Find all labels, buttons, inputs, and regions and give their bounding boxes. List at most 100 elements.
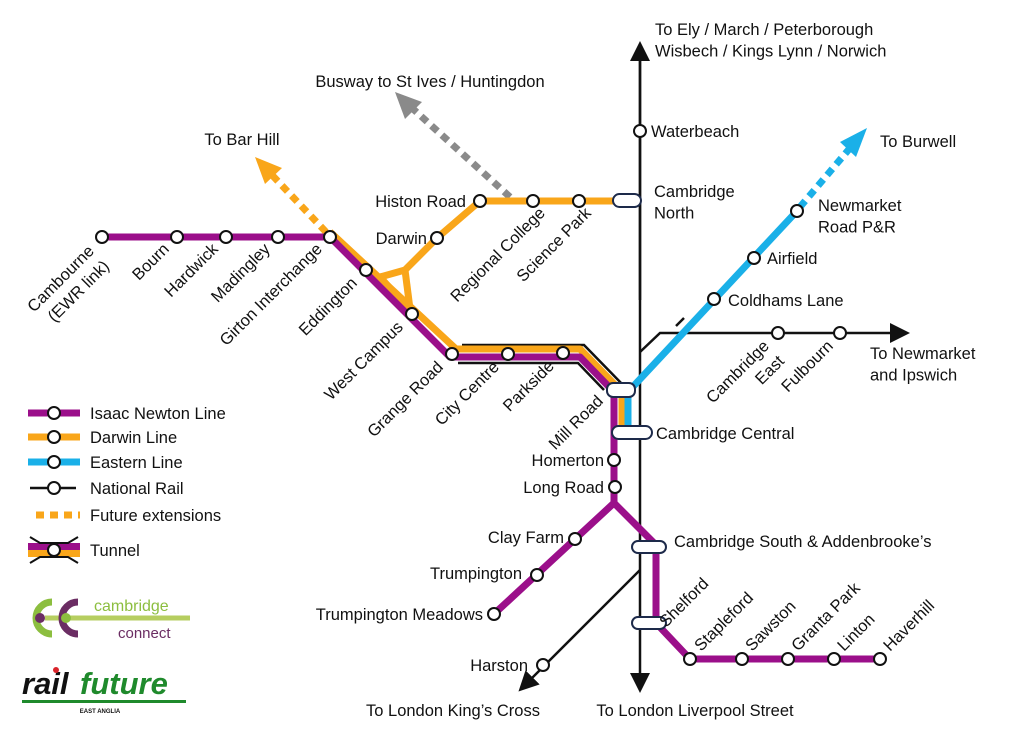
destination-label-liverpool-street-line: To London Liverpool Street xyxy=(596,702,794,720)
station-label-linton-line: Linton xyxy=(834,610,879,655)
interchange-mill-road[interactable] xyxy=(606,382,636,398)
station-grange-road[interactable] xyxy=(445,347,459,361)
station-sawston[interactable] xyxy=(735,652,749,666)
logo-text: connect xyxy=(118,625,171,642)
station-coldhams-lane[interactable] xyxy=(707,292,721,306)
station-label-airfield: Airfield xyxy=(767,250,817,268)
burwell-arrow-icon xyxy=(840,128,867,157)
station-fulbourn[interactable] xyxy=(833,326,847,340)
station-long-road[interactable] xyxy=(608,480,622,494)
destination-label-busway: Busway to St Ives / Huntingdon xyxy=(315,73,544,91)
legend-label: Future extensions xyxy=(90,507,221,525)
station-label-waterbeach-line: Waterbeach xyxy=(651,123,739,141)
station-label-eddington: Eddington xyxy=(296,274,361,339)
legend-darwin: Darwin Line xyxy=(28,429,177,447)
station-label-shelford-line: Shelford xyxy=(656,575,712,631)
logo-text: rail xyxy=(22,666,70,701)
bar-hill-arrow-icon xyxy=(255,157,282,184)
station-darwin[interactable] xyxy=(430,231,444,245)
station-girton[interactable] xyxy=(323,230,337,244)
station-label-linton: Linton xyxy=(834,610,879,655)
station-label-long-road: Long Road xyxy=(523,479,604,497)
station-label-clay-farm-line: Clay Farm xyxy=(488,529,564,547)
station-label-bourn: Bourn xyxy=(129,240,173,284)
interchange-shelford[interactable] xyxy=(631,616,667,630)
legend-isaac-newton: Isaac Newton Line xyxy=(28,405,226,423)
station-label-mill-road: Mill Road xyxy=(545,392,606,453)
station-parkside[interactable] xyxy=(556,346,570,360)
legend-eastern: Eastern Line xyxy=(28,454,183,472)
station-city-centre[interactable] xyxy=(501,347,515,361)
tunnel-tick xyxy=(675,317,685,327)
destination-label-burwell-line: To Burwell xyxy=(880,133,956,151)
busway-extension xyxy=(409,105,513,200)
logo-text: cambridge xyxy=(94,598,169,615)
destination-label-kings-cross-line: To London King’s Cross xyxy=(366,702,540,720)
cambridge-connect-logo: cambridge connect xyxy=(32,598,190,642)
station-label-shelford: Shelford xyxy=(656,575,712,631)
station-label-grange-road: Grange Road xyxy=(364,358,447,441)
station-harston[interactable] xyxy=(536,658,550,672)
station-stapleford[interactable] xyxy=(683,652,697,666)
logo-text: EAST ANGLIA xyxy=(80,709,121,715)
station-label-mill-road-line: Mill Road xyxy=(545,392,606,453)
logo-text: future xyxy=(80,666,168,701)
station-homerton[interactable] xyxy=(607,453,621,467)
legend-label: Tunnel xyxy=(90,542,140,560)
station-label-grange-road-line: Grange Road xyxy=(364,358,447,441)
interchange-cambridge-central[interactable] xyxy=(611,425,653,440)
station-trumpington[interactable] xyxy=(530,568,544,582)
station-clay-farm[interactable] xyxy=(568,532,582,546)
destination-label-liverpool-street: To London Liverpool Street xyxy=(596,702,794,720)
station-granta-park[interactable] xyxy=(781,652,795,666)
newmarket-line xyxy=(639,323,910,353)
station-label-bourn-line: Bourn xyxy=(129,240,173,284)
busway-arrow-icon xyxy=(395,92,422,119)
station-label-parkside: Parkside xyxy=(500,357,558,415)
bar-hill-extension xyxy=(269,172,329,235)
station-linton[interactable] xyxy=(827,652,841,666)
station-bourn[interactable] xyxy=(170,230,184,244)
destination-label-kings-cross: To London King’s Cross xyxy=(366,702,540,720)
legend: Isaac Newton Line Darwin Line Eastern Li… xyxy=(28,405,226,564)
legend-tunnel: Tunnel xyxy=(28,536,140,564)
station-cambourne[interactable] xyxy=(95,230,109,244)
legend-future: Future extensions xyxy=(36,507,221,525)
station-label-newmarket-road-line: Newmarket xyxy=(818,197,902,215)
station-label-darwin-line: Darwin xyxy=(376,230,427,248)
station-label-cambourne: Cambourne(EWR link) xyxy=(24,242,113,331)
station-airfield[interactable] xyxy=(747,251,761,265)
station-science-park[interactable] xyxy=(572,194,586,208)
station-histon-road[interactable] xyxy=(473,194,487,208)
station-trumpington-meadows[interactable] xyxy=(487,607,501,621)
interchange-cambridge-south[interactable] xyxy=(631,540,667,554)
station-label-newmarket-road-line: Road P&R xyxy=(818,218,896,236)
legend-label: Darwin Line xyxy=(90,429,177,447)
station-eddington[interactable] xyxy=(359,263,373,277)
station-west-campus[interactable] xyxy=(405,307,419,321)
station-waterbeach[interactable] xyxy=(633,124,647,138)
destination-label-ely-line: Wisbech / Kings Lynn / Norwich xyxy=(655,42,886,60)
destination-label-newmarket-line: To Newmarket xyxy=(870,345,976,363)
destination-label-bar-hill-line: To Bar Hill xyxy=(204,131,279,149)
station-label-cambridge-south-line: Cambridge South & Addenbrooke’s xyxy=(674,533,931,551)
station-label-histon-road: Histon Road xyxy=(375,193,466,211)
station-newmarket-road[interactable] xyxy=(790,204,804,218)
station-hardwick[interactable] xyxy=(219,230,233,244)
station-madingley[interactable] xyxy=(271,230,285,244)
destination-label-busway-line: Busway to St Ives / Huntingdon xyxy=(315,73,544,91)
station-label-airfield-line: Airfield xyxy=(767,250,817,268)
station-cambridge-east[interactable] xyxy=(771,326,785,340)
station-label-darwin: Darwin xyxy=(376,230,427,248)
station-label-west-campus: West Campus xyxy=(321,318,407,404)
station-haverhill[interactable] xyxy=(873,652,887,666)
station-label-trumpington-meadows-line: Trumpington Meadows xyxy=(316,606,483,624)
station-label-histon-road-line: Histon Road xyxy=(375,193,466,211)
station-label-parkside-line: Parkside xyxy=(500,357,558,415)
interchange-cambridge-north[interactable] xyxy=(612,193,642,208)
station-regional-college[interactable] xyxy=(526,194,540,208)
